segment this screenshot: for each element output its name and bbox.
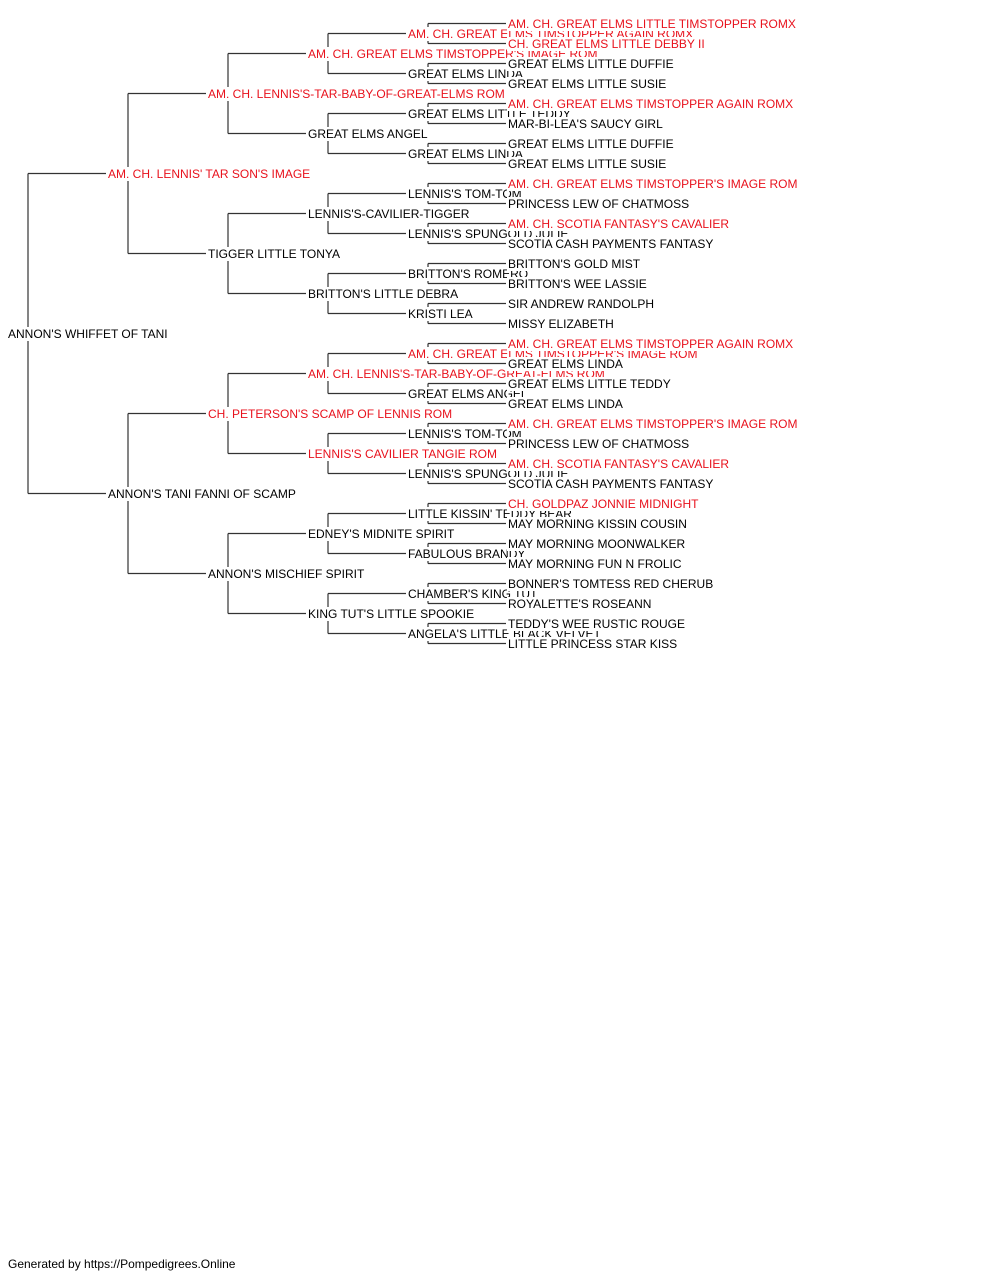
pedigree-name-gen5: BRITTON'S GOLD MIST <box>507 256 642 271</box>
pedigree-name-gen4: BRITTON'S ROMERO <box>407 266 530 281</box>
pedigree-name-gen3: EDNEY'S MIDNITE SPIRIT <box>307 526 456 541</box>
pedigree-name-gen5: GREAT ELMS LINDA <box>507 396 624 411</box>
pedigree-name-gen1: ANNON'S TANI FANNI OF SCAMP <box>107 486 297 501</box>
pedigree-name-gen5: GREAT ELMS LITTLE DUFFIE <box>507 136 675 151</box>
pedigree-name-gen4: LENNIS'S TOM-TOM <box>407 186 523 201</box>
generated-by-footer: Generated by https://Pompedigrees.Online <box>8 1257 236 1271</box>
pedigree-name-gen5: AM. CH. GREAT ELMS TIMSTOPPER AGAIN ROMX <box>507 96 795 111</box>
pedigree-name-gen5: SCOTIA CASH PAYMENTS FANTASY <box>507 476 715 491</box>
pedigree-name-gen5: CH. GREAT ELMS LITTLE DEBBY II <box>507 36 706 51</box>
pedigree-name-gen5: MAR-BI-LEA'S SAUCY GIRL <box>507 116 664 131</box>
pedigree-name-gen3: LENNIS'S-CAVILIER-TIGGER <box>307 206 471 221</box>
pedigree-name-gen0: ANNON'S WHIFFET OF TANI <box>7 326 169 341</box>
pedigree-name-gen5: MISSY ELIZABETH <box>507 316 615 331</box>
pedigree-name-gen5: MAY MORNING MOONWALKER <box>507 536 687 551</box>
pedigree-name-gen5: AM. CH. GREAT ELMS LITTLE TIMSTOPPER ROM… <box>507 16 797 31</box>
pedigree-name-gen5: AM. CH. GREAT ELMS TIMSTOPPER'S IMAGE RO… <box>507 416 799 431</box>
pedigree-name-gen3: GREAT ELMS ANGEL <box>307 126 429 141</box>
pedigree-name-gen4: GREAT ELMS LINDA <box>407 146 524 161</box>
pedigree-name-gen5: CH. GOLDPAZ JONNIE MIDNIGHT <box>507 496 700 511</box>
pedigree-name-gen5: PRINCESS LEW OF CHATMOSS <box>507 196 691 211</box>
pedigree-name-gen5: GREAT ELMS LITTLE TEDDY <box>507 376 672 391</box>
pedigree-name-gen5: AM. CH. GREAT ELMS TIMSTOPPER AGAIN ROMX <box>507 336 795 351</box>
pedigree-name-gen5: MAY MORNING FUN N FROLIC <box>507 556 683 571</box>
pedigree-name-gen2: ANNON'S MISCHIEF SPIRIT <box>207 566 366 581</box>
pedigree-name-gen5: PRINCESS LEW OF CHATMOSS <box>507 436 691 451</box>
pedigree-name-gen4: FABULOUS BRANDY <box>407 546 527 561</box>
pedigree-name-gen3: KING TUT'S LITTLE SPOOKIE <box>307 606 476 621</box>
pedigree-name-gen1: AM. CH. LENNIS' TAR SON'S IMAGE <box>107 166 312 181</box>
pedigree-name-gen3: BRITTON'S LITTLE DEBRA <box>307 286 460 301</box>
pedigree-name-gen5: GREAT ELMS LITTLE SUSIE <box>507 156 668 171</box>
pedigree-name-gen5: GREAT ELMS LINDA <box>507 356 624 371</box>
pedigree-name-gen5: GREAT ELMS LITTLE DUFFIE <box>507 56 675 71</box>
pedigree-name-gen2: AM. CH. LENNIS'S-TAR-BABY-OF-GREAT-ELMS … <box>207 86 506 101</box>
pedigree-name-gen3: LENNIS'S CAVILIER TANGIE ROM <box>307 446 498 461</box>
pedigree-name-gen5: AM. CH. GREAT ELMS TIMSTOPPER'S IMAGE RO… <box>507 176 799 191</box>
pedigree-name-gen5: ROYALETTE'S ROSEANN <box>507 596 653 611</box>
pedigree-name-gen5: GREAT ELMS LITTLE SUSIE <box>507 76 668 91</box>
pedigree-name-gen5: TEDDY'S WEE RUSTIC ROUGE <box>507 616 686 631</box>
pedigree-name-gen4: LENNIS'S TOM-TOM <box>407 426 523 441</box>
pedigree-name-gen4: CHAMBER'S KING TUT <box>407 586 539 601</box>
pedigree-name-gen5: LITTLE PRINCESS STAR KISS <box>507 636 679 651</box>
pedigree-name-gen5: MAY MORNING KISSIN COUSIN <box>507 516 688 531</box>
pedigree-name-gen4: GREAT ELMS ANGEL <box>407 386 529 401</box>
pedigree-name-gen4: GREAT ELMS LINDA <box>407 66 524 81</box>
pedigree-name-gen5: SCOTIA CASH PAYMENTS FANTASY <box>507 236 715 251</box>
pedigree-name-gen5: AM. CH. SCOTIA FANTASY'S CAVALIER <box>507 216 731 231</box>
pedigree-name-gen5: BONNER'S TOMTESS RED CHERUB <box>507 576 715 591</box>
pedigree-name-gen5: AM. CH. SCOTIA FANTASY'S CAVALIER <box>507 456 731 471</box>
pedigree-name-gen5: SIR ANDREW RANDOLPH <box>507 296 656 311</box>
pedigree-name-gen4: KRISTI LEA <box>407 306 474 321</box>
pedigree-name-gen5: BRITTON'S WEE LASSIE <box>507 276 648 291</box>
pedigree-name-gen2: TIGGER LITTLE TONYA <box>207 246 342 261</box>
pedigree-name-gen2: CH. PETERSON'S SCAMP OF LENNIS ROM <box>207 406 454 421</box>
